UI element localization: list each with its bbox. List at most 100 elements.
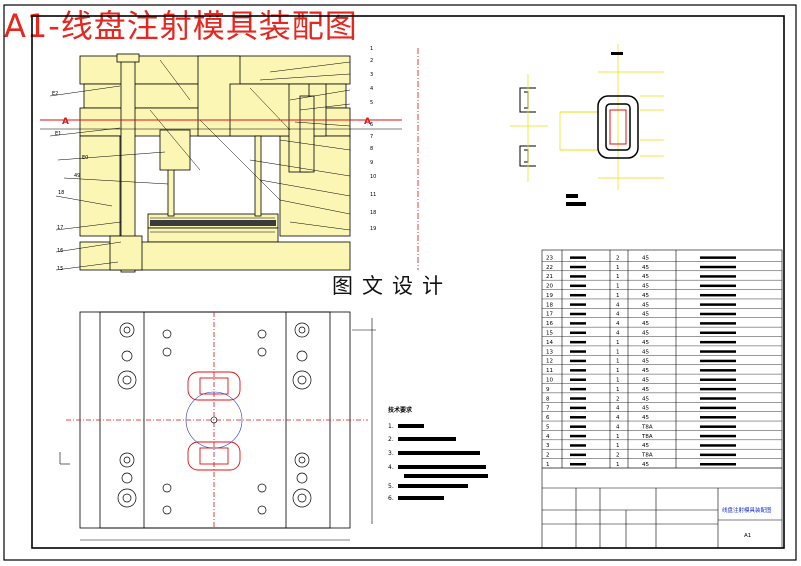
- bom-row-name-stroke: [570, 359, 586, 363]
- bom-row-material: T8A: [641, 434, 653, 440]
- plan-runner-circle: [185, 391, 243, 449]
- bom-row-name-stroke: [570, 378, 586, 381]
- bom-row-note-stroke: [700, 303, 736, 306]
- bom-row-note-stroke: [700, 387, 736, 391]
- inner-frame: [31, 15, 785, 549]
- bom-row-note-stroke: [700, 340, 736, 344]
- bom-sheet: A1: [744, 533, 751, 539]
- bom-row-note-stroke: [700, 369, 736, 372]
- bom-row-qty: 4: [616, 415, 620, 421]
- part-detail-yellow: [510, 44, 664, 190]
- bom-row-qty: 4: [616, 331, 620, 337]
- bom-row-name-stroke: [570, 397, 586, 400]
- bom-row-qty: 1: [616, 293, 620, 299]
- bom-row-qty: 1: [616, 368, 620, 374]
- bom-row-no: 14: [546, 340, 553, 346]
- bom-row-no: 1: [546, 462, 550, 468]
- bom-row-no: 16: [546, 321, 553, 327]
- bom-row-name-stroke: [570, 463, 586, 466]
- bom-row-name-stroke: [570, 387, 586, 391]
- bom-row-qty: 1: [616, 377, 620, 383]
- note-text-strokes: [398, 424, 488, 500]
- bom-row-material: T8A: [641, 424, 653, 430]
- callout-16: 16: [57, 248, 63, 254]
- bom-row-material: 45: [642, 302, 649, 308]
- bom-row-note-stroke: [700, 397, 736, 400]
- bom-row-no: 20: [546, 284, 553, 290]
- bom-row-no: 18: [546, 302, 553, 308]
- callout-15: 15: [57, 266, 63, 272]
- bom-row-no: 17: [546, 312, 553, 318]
- bom-row-note-stroke: [700, 434, 736, 438]
- bom-row-material: 45: [642, 406, 649, 412]
- bom-row-name-stroke: [570, 406, 586, 410]
- note-3: 3.: [388, 450, 394, 457]
- callout-1: 1: [370, 46, 373, 52]
- bom-row-qty: 2: [616, 453, 620, 459]
- bom-row-material: 45: [642, 321, 649, 327]
- watermark-text: 图文设计: [332, 274, 452, 298]
- note-4: 4.: [388, 464, 394, 471]
- bom-row-note-stroke: [700, 359, 736, 363]
- callout-18: 18: [58, 190, 64, 196]
- section-view: [79, 53, 351, 273]
- bom-row-no: 12: [546, 359, 553, 365]
- outer-border: [3, 4, 797, 561]
- notes-heading: 技术要求: [388, 406, 413, 414]
- callout-9: 9: [370, 160, 373, 166]
- callout-4: 4: [370, 86, 373, 92]
- callout-10: 10: [370, 174, 376, 180]
- bom-row-note-stroke: [700, 463, 736, 466]
- note-6: 6.: [388, 495, 394, 502]
- left-callouts: E2 E1 E0 49 18 17 16 15: [52, 91, 88, 272]
- bom-row-qty: 4: [616, 312, 620, 318]
- bom-row-no: 21: [546, 274, 553, 280]
- bom-row-note-stroke: [700, 425, 736, 428]
- bom-row-name-stroke: [570, 340, 586, 344]
- right-callouts: 19 18 11 10 9 8 7 6 5 4 3 2 1: [370, 46, 376, 232]
- technical-notes: 技术要求 1. 2. 3. 4. 5. 6.: [388, 406, 413, 502]
- bom-row-note-stroke: [700, 406, 736, 410]
- section-marker-right: A: [364, 117, 371, 127]
- bom-row-qty: 1: [616, 284, 620, 290]
- bom-row-material: 45: [642, 368, 649, 374]
- bom-row-note-stroke: [700, 322, 736, 325]
- bom-row-note-stroke: [700, 453, 736, 457]
- bom-row-qty: 2: [616, 255, 620, 261]
- bom-row-no: 4: [546, 434, 550, 440]
- bom-row-note-stroke: [700, 275, 736, 278]
- plan-view: [66, 311, 368, 529]
- callout-18r: 18: [370, 210, 376, 216]
- bom-row-qty: 4: [616, 302, 620, 308]
- bom-row-name-stroke: [570, 256, 586, 259]
- callout-11: 11: [370, 192, 376, 198]
- callout-e0: E0: [82, 155, 88, 161]
- bom-row-material: 45: [642, 293, 649, 299]
- bom-row-no: 8: [546, 396, 550, 402]
- bom-row-no: 9: [546, 387, 550, 393]
- bom-row-material: 45: [642, 284, 649, 290]
- bom-row-qty: 1: [616, 340, 620, 346]
- bom-row-name-stroke: [570, 369, 586, 372]
- bom-row-material: 45: [642, 265, 649, 271]
- bom-row-name-stroke: [570, 453, 586, 457]
- bom-row-name-stroke: [570, 416, 586, 419]
- bom-row-name-stroke: [570, 425, 586, 428]
- bom-row-material: 45: [642, 377, 649, 383]
- note-2: 2.: [388, 436, 394, 443]
- callout-2: 2: [370, 58, 373, 64]
- bom-row-note-stroke: [700, 256, 736, 259]
- note-1: 1.: [388, 423, 394, 430]
- bom-row-no: 2: [546, 453, 550, 459]
- bom-row-no: 13: [546, 349, 553, 355]
- bom-row-no: 23: [546, 255, 553, 261]
- bom-row-name-stroke: [570, 303, 586, 306]
- bom-row-material: 45: [642, 462, 649, 468]
- ejector-band: [150, 220, 276, 226]
- callout-3: 3: [370, 72, 373, 78]
- bom-row-note-stroke: [700, 284, 736, 288]
- callout-5: 5: [370, 100, 373, 106]
- bom-row-name-stroke: [570, 284, 586, 288]
